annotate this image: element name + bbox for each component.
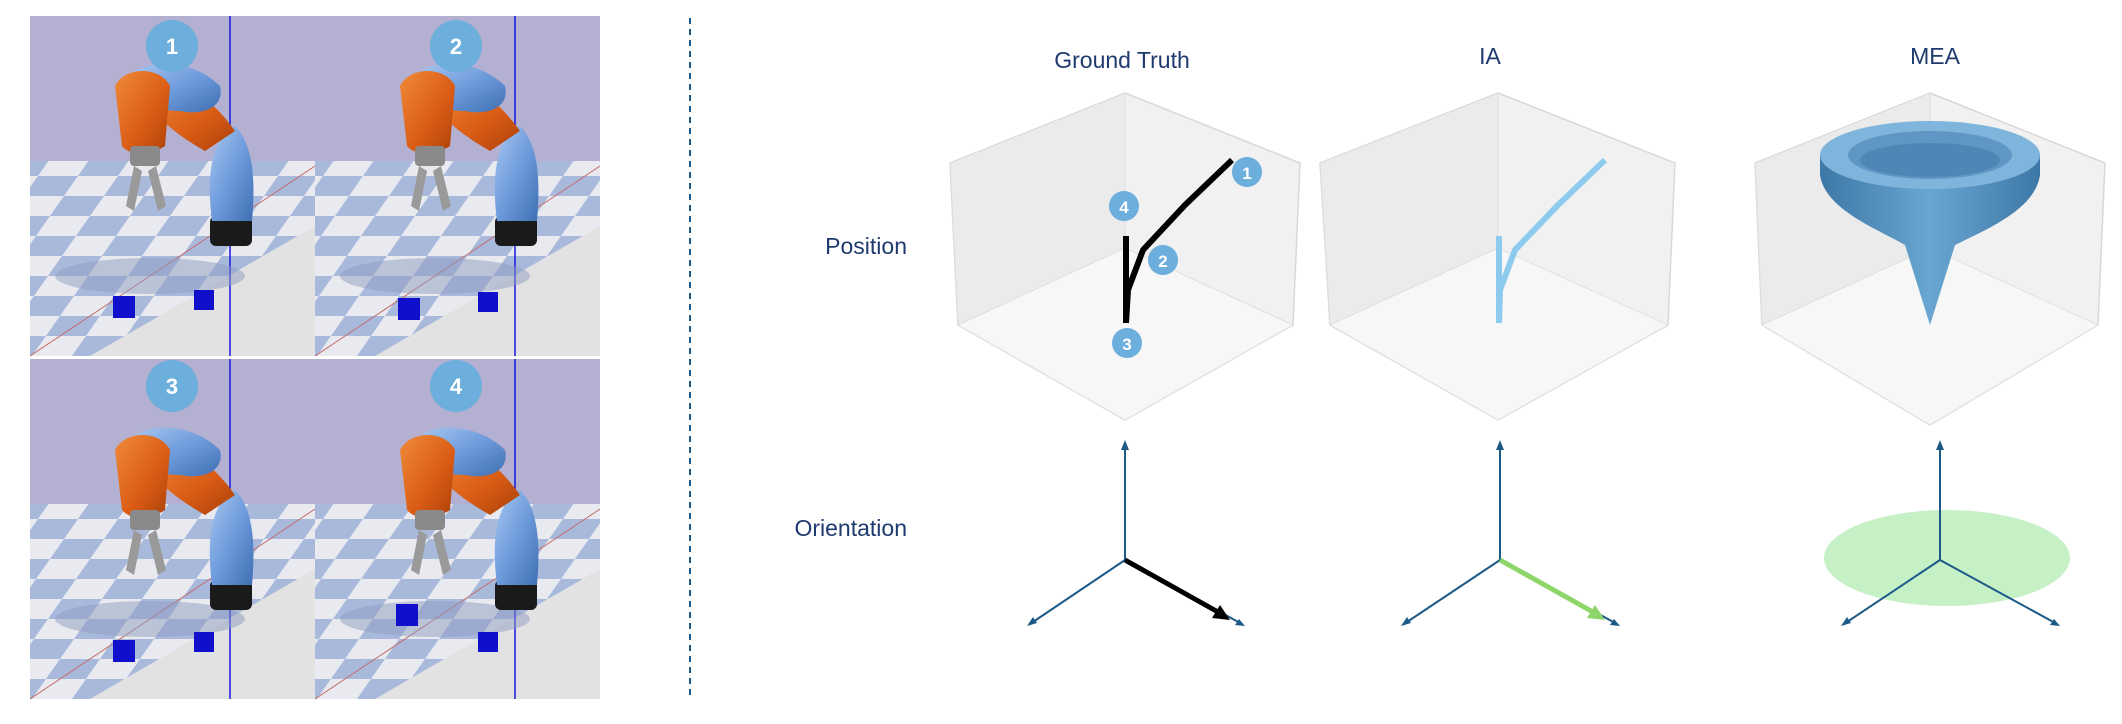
scene-panel-2: 2 — [315, 16, 600, 356]
cube-icon — [194, 632, 214, 652]
cube-icon — [478, 632, 498, 652]
panel-badge-number: 4 — [450, 374, 463, 399]
ground-truth-orientation-arrow — [1123, 557, 1220, 615]
mea-funnel — [1820, 121, 2040, 325]
orientation-axes-ground-truth — [1027, 440, 1245, 626]
panel-badge-number: 2 — [450, 34, 462, 59]
orientation-axes-ia — [1401, 440, 1620, 626]
scene-panel-1: 1 — [30, 16, 315, 356]
scene-panel-3: 3 — [30, 358, 315, 700]
svg-text:2: 2 — [1158, 252, 1167, 271]
panel-badge — [146, 20, 198, 72]
row-label-orientation: Orientation — [794, 515, 907, 541]
trajectory-marker-1: 1 — [1232, 157, 1262, 187]
trajectory-marker-4: 4 — [1109, 191, 1139, 221]
mea-orientation-disk — [1824, 510, 2070, 606]
svg-text:4: 4 — [1119, 198, 1129, 217]
orientation-axes-mea — [1824, 440, 2070, 626]
cube-icon — [398, 298, 420, 320]
position-cube-ground-truth: 1 2 3 4 — [949, 92, 1301, 421]
cube-icon — [113, 296, 135, 318]
cube-icon — [113, 640, 135, 662]
panel-badge-number: 3 — [166, 374, 178, 399]
position-cube-ia — [1319, 92, 1676, 421]
column-title-ia: IA — [1479, 43, 1501, 69]
cube-icon — [194, 290, 214, 310]
robot-scene-grid: 1 2 3 4 — [30, 16, 600, 700]
cube-icon — [478, 292, 498, 312]
row-label-position: Position — [825, 233, 907, 259]
panel-badge — [430, 360, 482, 412]
cube-icon — [396, 604, 418, 626]
column-title-ground-truth: Ground Truth — [1054, 47, 1190, 73]
panel-badge — [146, 360, 198, 412]
scene-panel-4: 4 — [315, 358, 600, 700]
trajectory-marker-2: 2 — [1148, 245, 1178, 275]
panel-badge — [430, 20, 482, 72]
trajectory-marker-3: 3 — [1112, 328, 1142, 358]
panel-badge-number: 1 — [166, 34, 178, 59]
svg-text:3: 3 — [1122, 335, 1131, 354]
svg-text:1: 1 — [1242, 164, 1251, 183]
column-title-mea: MEA — [1910, 43, 1961, 69]
ia-orientation-arrow — [1498, 557, 1595, 615]
position-cube-mea — [1754, 92, 2106, 426]
